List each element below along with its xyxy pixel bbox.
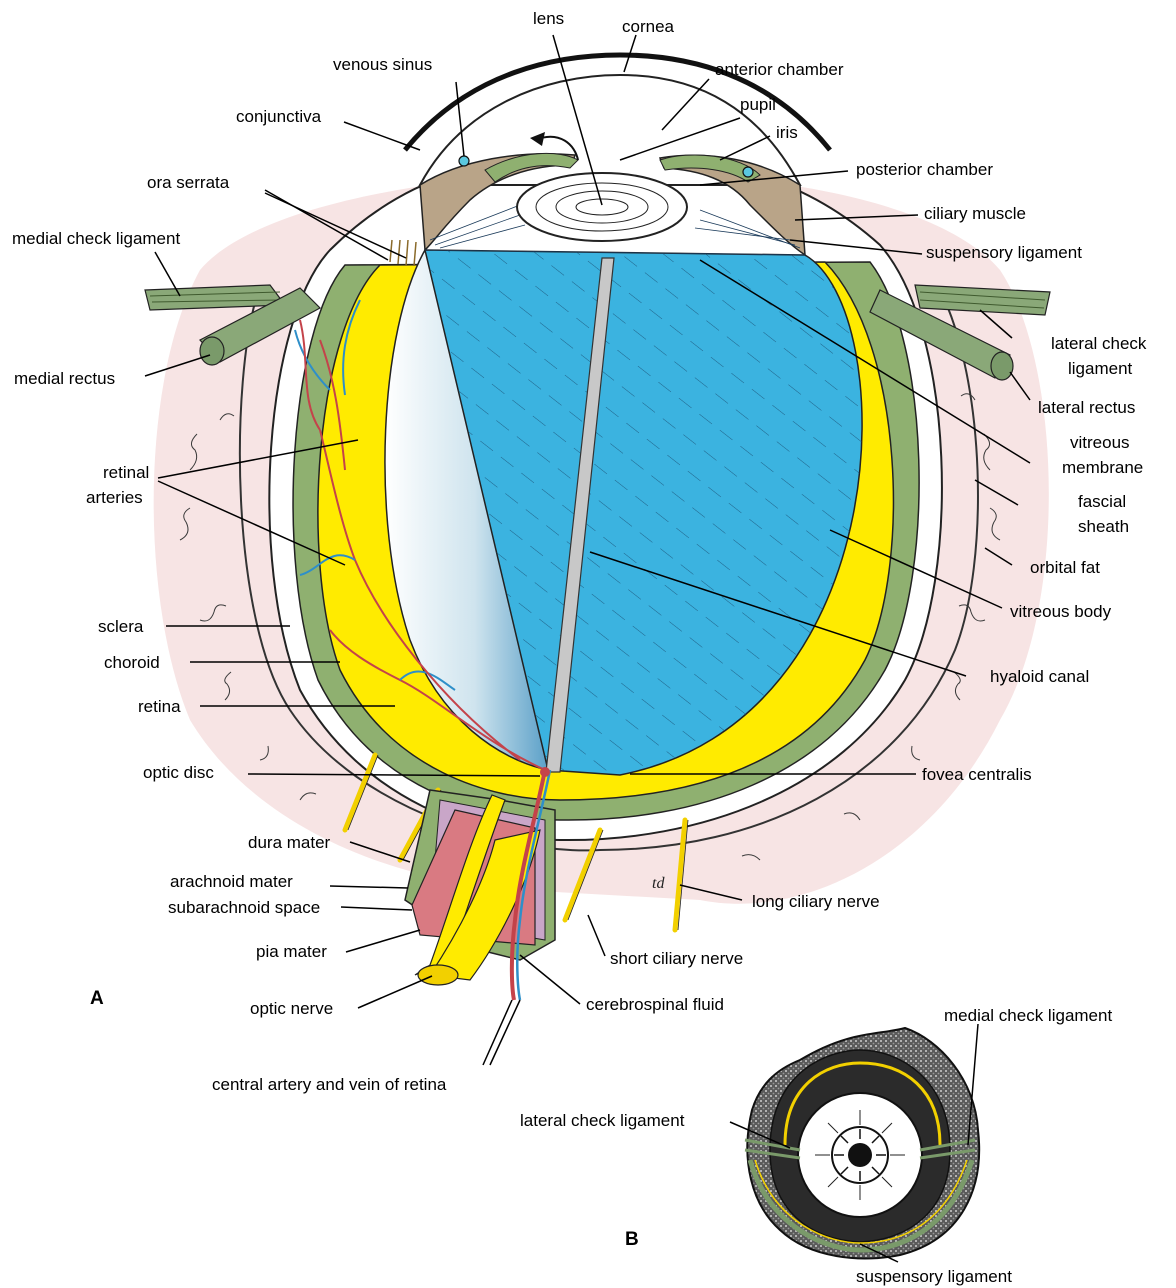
label-hyaloid-canal: hyaloid canal bbox=[990, 667, 1089, 686]
label-medial-check-ligament: medial check ligament bbox=[12, 229, 180, 248]
label-subarachnoid-space: subarachnoid space bbox=[168, 898, 320, 917]
label-vitreous-membrane-1: vitreous bbox=[1070, 433, 1130, 452]
label-pupil: pupil bbox=[740, 95, 776, 114]
label-suspensory-ligament: suspensory ligament bbox=[926, 243, 1082, 262]
label-vitreous-body: vitreous body bbox=[1010, 602, 1112, 621]
label-dura-mater: dura mater bbox=[248, 833, 331, 852]
label-cornea: cornea bbox=[622, 17, 675, 36]
venous-sinus-right bbox=[743, 167, 753, 177]
label-short-ciliary-nerve: short ciliary nerve bbox=[610, 949, 743, 968]
label-b-medial-check-ligament: medial check ligament bbox=[944, 1006, 1112, 1025]
label-optic-nerve: optic nerve bbox=[250, 999, 333, 1018]
label-orbital-fat: orbital fat bbox=[1030, 558, 1100, 577]
label-lateral-check-ligament-2: ligament bbox=[1068, 359, 1133, 378]
label-medial-rectus: medial rectus bbox=[14, 369, 115, 388]
label-anterior-chamber: anterior chamber bbox=[715, 60, 844, 79]
label-optic-disc: optic disc bbox=[143, 763, 214, 782]
label-ora-serrata: ora serrata bbox=[147, 173, 230, 192]
label-posterior-chamber: posterior chamber bbox=[856, 160, 993, 179]
label-retinal-arteries-2: arteries bbox=[86, 488, 143, 507]
label-b-lateral-check-ligament: lateral check ligament bbox=[520, 1111, 685, 1130]
label-ciliary-muscle: ciliary muscle bbox=[924, 204, 1026, 223]
label-vitreous-membrane-2: membrane bbox=[1062, 458, 1143, 477]
label-fovea-centralis: fovea centralis bbox=[922, 765, 1032, 784]
pupil-b bbox=[848, 1143, 872, 1167]
label-cerebrospinal-fluid: cerebrospinal fluid bbox=[586, 995, 724, 1014]
panel-label-b: B bbox=[625, 1229, 639, 1250]
label-venous-sinus: venous sinus bbox=[333, 55, 432, 74]
label-fascial-sheath-1: fascial bbox=[1078, 492, 1126, 511]
label-iris: iris bbox=[776, 123, 798, 142]
panel-label-a: A bbox=[90, 988, 104, 1009]
label-long-ciliary-nerve: long ciliary nerve bbox=[752, 892, 880, 911]
label-choroid: choroid bbox=[104, 653, 160, 672]
label-b-suspensory-ligament: suspensory ligament bbox=[856, 1267, 1012, 1286]
signature: td bbox=[652, 875, 665, 892]
label-lateral-rectus: lateral rectus bbox=[1038, 398, 1135, 417]
panel-a-eye: td bbox=[145, 55, 1050, 1000]
label-arachnoid-mater: arachnoid mater bbox=[170, 872, 293, 891]
label-fascial-sheath-2: sheath bbox=[1078, 517, 1129, 536]
venous-sinus-left bbox=[459, 156, 469, 166]
label-sclera: sclera bbox=[98, 617, 144, 636]
optic-nerve-cut bbox=[418, 965, 458, 985]
label-retina: retina bbox=[138, 697, 181, 716]
label-retinal-arteries-1: retinal bbox=[103, 463, 149, 482]
label-lens: lens bbox=[533, 9, 564, 28]
label-lateral-check-ligament-1: lateral check bbox=[1051, 334, 1147, 353]
label-pia-mater: pia mater bbox=[256, 942, 327, 961]
label-central-artery-vein: central artery and vein of retina bbox=[212, 1075, 447, 1094]
label-conjunctiva: conjunctiva bbox=[236, 107, 322, 126]
optic-disc-marker bbox=[540, 767, 550, 777]
